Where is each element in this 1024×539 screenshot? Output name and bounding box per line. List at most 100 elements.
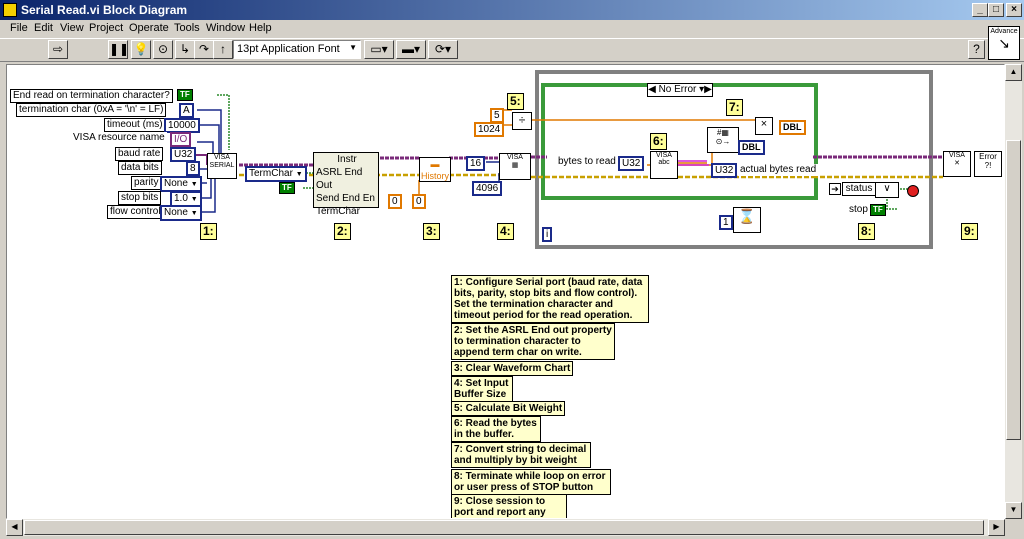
weight-constant[interactable]: 1024 (474, 122, 505, 137)
step-6: 6: (650, 133, 667, 150)
block-diagram-canvas[interactable]: End read on termination character? TF te… (6, 64, 1005, 519)
vi-icon: Advance↘ (988, 26, 1020, 60)
case-structure-border (541, 83, 818, 200)
stop-bits-value: 1.0 (174, 193, 188, 204)
property-termchar: TermChar (316, 206, 360, 217)
buffer-size-constant[interactable]: 4096 (472, 181, 503, 196)
menu-help[interactable]: Help (249, 22, 272, 34)
send-end-constant[interactable]: TF (279, 182, 295, 194)
bytes-to-read-label: bytes to read (556, 156, 618, 168)
timeout-label: timeout (ms) (104, 118, 166, 132)
chevron-down-icon: ▼ (190, 181, 198, 188)
or-icon[interactable]: ∨ (875, 182, 899, 198)
divide-icon[interactable]: ÷ (512, 112, 532, 130)
loop-iteration-terminal: i (542, 227, 553, 242)
scroll-left-icon[interactable]: ◀ (6, 519, 23, 536)
stop-label: stop (847, 204, 870, 216)
bits-constant[interactable]: 5 (490, 108, 504, 123)
note-6: 6: Read the bytes in the buffer. (451, 416, 541, 442)
simple-error-handler-icon[interactable]: Error ?! (974, 151, 1002, 177)
wait-timer-icon[interactable]: ⌛ (733, 207, 761, 233)
app-icon (3, 3, 17, 17)
close-button[interactable]: × (1006, 3, 1022, 17)
distribute-objects-icon[interactable]: ▬▾ (396, 40, 426, 59)
font-select-value: 13pt Application Font (237, 43, 340, 55)
term-char-terminal[interactable]: A (179, 103, 194, 118)
zero-constant-2[interactable]: 0 (412, 194, 426, 209)
data-bits-label: data bits (118, 161, 162, 175)
title-bar (0, 0, 1024, 20)
toolbar (0, 38, 1024, 62)
timeout-terminal[interactable]: 10000 (164, 118, 200, 133)
flow-control-terminal[interactable]: None ▼ (160, 205, 202, 221)
highlight-execution-icon[interactable]: 💡 (131, 40, 151, 59)
visa-set-buffer-icon[interactable]: VISA▦ (499, 153, 531, 180)
termchar-ring-value: TermChar (249, 168, 293, 179)
step-3: 3: (423, 223, 440, 240)
flow-control-label: flow control (107, 205, 164, 219)
note-4: 4: Set Input Buffer Size (451, 376, 513, 402)
step-over-icon[interactable]: ↷ (194, 40, 214, 59)
maximize-button[interactable]: □ (988, 3, 1004, 17)
bytes-to-read-indicator: U32 (618, 156, 645, 171)
scroll-right-icon[interactable]: ▶ (988, 519, 1005, 536)
visa-resource-terminal[interactable]: I/O (170, 132, 192, 147)
step-1: 1: (200, 223, 217, 240)
buffer-mask-constant[interactable]: 16 (466, 156, 486, 171)
step-into-icon[interactable]: ↳ (175, 40, 195, 59)
help-button[interactable]: ? (968, 40, 985, 59)
multiply-icon[interactable]: × (755, 117, 773, 135)
step-9: 9: (961, 223, 978, 240)
scroll-down-icon[interactable]: ▼ (1005, 502, 1022, 519)
minimize-button[interactable]: _ (972, 3, 988, 17)
case-selector-value: No Error (658, 84, 697, 95)
horizontal-scroll-thumb[interactable] (24, 520, 984, 535)
note-3: 3: Clear Waveform Chart (451, 361, 574, 376)
reorder-icon[interactable]: ⟳▾ (428, 40, 458, 59)
while-loop-border (535, 70, 933, 249)
data-bits-terminal[interactable]: 8 (186, 161, 200, 176)
unbundle-status[interactable]: status (842, 182, 876, 196)
chevron-down-icon: ▼ (190, 210, 198, 217)
property-send-end-en: Send End En (316, 193, 375, 204)
menu-tools[interactable]: Tools (174, 22, 200, 34)
menu-view[interactable]: View (60, 22, 84, 34)
menu-operate[interactable]: Operate (129, 22, 169, 34)
menu-file[interactable]: File (10, 22, 28, 34)
step-4: 4: (497, 223, 514, 240)
menu-edit[interactable]: Edit (34, 22, 53, 34)
step-5: 5: (507, 93, 524, 110)
scroll-up-icon[interactable]: ▲ (1005, 64, 1022, 81)
run-arrow-icon[interactable]: ⇨ (48, 40, 68, 59)
step-out-icon[interactable]: ↑ (213, 40, 233, 59)
font-select[interactable]: 13pt Application Font ▼ (233, 40, 361, 59)
note-2: 2: Set the ASRL End out property to term… (451, 323, 615, 360)
menu-window[interactable]: Window (206, 22, 246, 34)
chart-icon: ▬ (430, 159, 440, 169)
vertical-scroll-thumb[interactable] (1006, 140, 1021, 440)
menu-project[interactable]: Project (89, 22, 124, 34)
property-node[interactable]: Instr ASRL End Out Send End En TermChar (313, 152, 379, 217)
string-to-number-icon[interactable]: #▦⊙→ (707, 127, 739, 153)
stop-terminal[interactable]: TF (870, 204, 886, 216)
wait-constant[interactable]: 1 (719, 215, 733, 230)
termchar-ring[interactable]: TermChar ▼ (245, 166, 307, 182)
pause-icon[interactable]: ❚❚ (108, 40, 129, 59)
visa-close-icon[interactable]: VISA✕ (943, 151, 971, 177)
retain-wire-values-icon[interactable]: ⊙ (153, 40, 173, 59)
align-objects-icon[interactable]: ▭▾ (364, 40, 394, 59)
baud-rate-terminal[interactable]: U32 (170, 147, 197, 162)
parity-terminal[interactable]: None ▼ (160, 176, 202, 192)
chevron-down-icon: ▼ (190, 196, 198, 203)
stop-bits-label: stop bits (118, 191, 162, 205)
chevron-down-icon: ▼ (349, 43, 357, 52)
zero-constant[interactable]: 0 (388, 194, 402, 209)
note-1: 1: Configure Serial port (baud rate, dat… (451, 275, 649, 323)
note-7: 7: Convert string to decimal and multipl… (451, 442, 591, 468)
history-property-node[interactable]: ▬History (419, 157, 451, 182)
term-char-enable-terminal[interactable]: TF (177, 89, 193, 101)
case-selector[interactable]: ◀ No Error ▾▶ (647, 83, 713, 97)
dbl-indicator: DBL (779, 120, 806, 135)
